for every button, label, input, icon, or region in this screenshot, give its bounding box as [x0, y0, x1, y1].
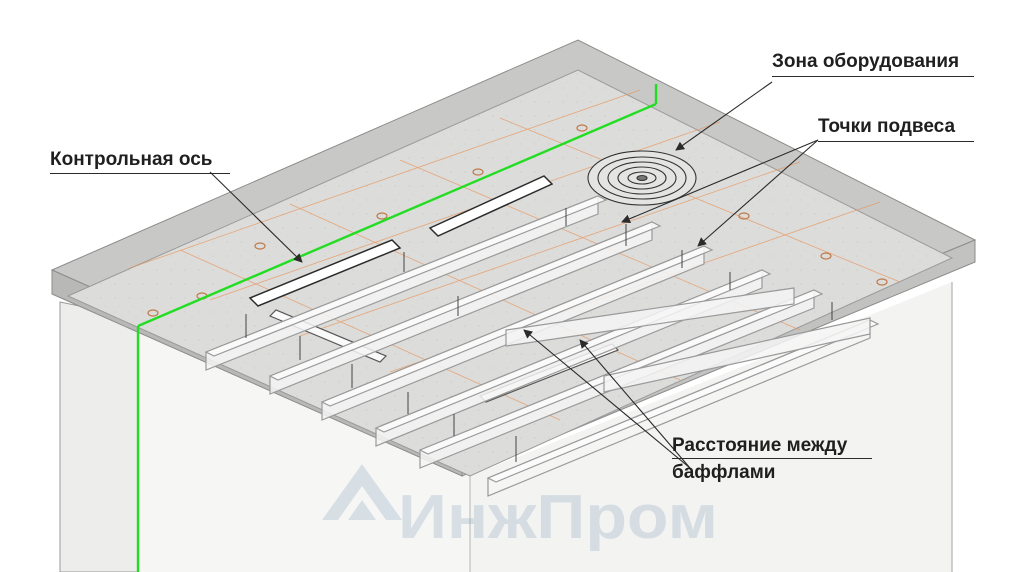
label-baffle-distance-line2: баффлами: [672, 462, 776, 483]
baffle: [204, 195, 608, 371]
label-control-axis-underline: [50, 173, 230, 174]
baffle: [505, 287, 795, 347]
label-baffle-distance-line1: Расстояние между: [672, 435, 848, 456]
label-baffle-distance-underline: [672, 458, 872, 459]
leader-lines: [209, 81, 819, 469]
baffle: [486, 319, 880, 497]
watermark-text: ИнжПром: [398, 483, 718, 552]
hanger-rods: [245, 208, 833, 462]
label-suspension-points: Точки подвеса: [818, 116, 956, 137]
label-control-axis: Контрольная ось: [50, 149, 213, 170]
baffle: [268, 221, 662, 395]
label-equipment-zone: Зона оборудования: [772, 51, 960, 72]
label-suspension-points-underline: [818, 141, 974, 142]
label-baffle-distance: Расстояние между баффлами: [672, 432, 847, 486]
laser-control-axis: [136, 84, 658, 572]
diffuser-icon: [587, 150, 697, 206]
baffles: [204, 195, 880, 497]
baffle: [603, 317, 871, 393]
left-wall: [59, 301, 139, 572]
label-equipment-zone-underline: [772, 76, 974, 77]
watermark-logo: [322, 464, 402, 520]
back-wall: [138, 318, 470, 572]
